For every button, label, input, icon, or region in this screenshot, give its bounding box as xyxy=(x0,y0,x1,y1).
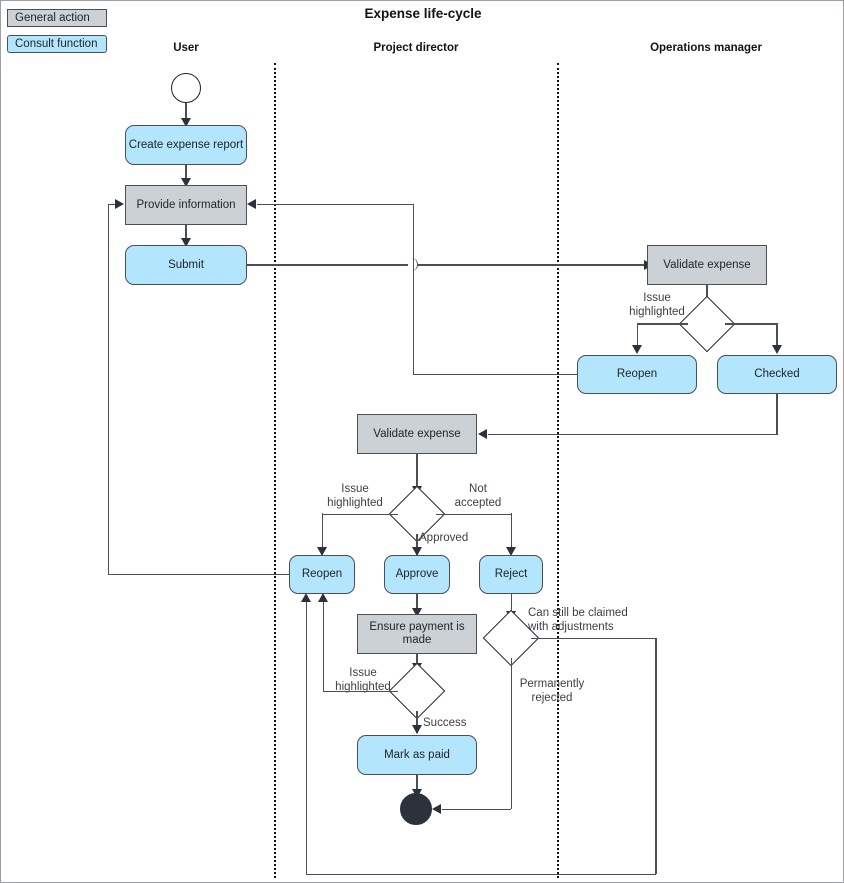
node-reopen-project-director-label: Reopen xyxy=(301,568,343,580)
edge-reject-to-decision xyxy=(510,594,513,618)
node-validate-expense-operations-manager-label: Validate expense xyxy=(663,258,751,271)
arrowhead-permanently-rejected-to-end xyxy=(432,804,441,814)
node-reopen-operations-manager-label: Reopen xyxy=(616,368,658,380)
start-node xyxy=(171,73,201,103)
edge-decision-pd-right-down xyxy=(510,513,513,551)
edge-decision-pd-right xyxy=(436,513,512,515)
edge-decision-om-right xyxy=(725,323,777,325)
legend-general-action-label: General action xyxy=(15,12,90,24)
edge-ensure-to-decision xyxy=(416,654,418,670)
edge-label-success: Success xyxy=(423,717,467,729)
arrowhead-payment-to-mark-as-paid xyxy=(412,725,422,734)
node-approve-label: Approve xyxy=(395,568,439,580)
edge-label-permanently-rejected: Permanently rejected xyxy=(519,678,585,704)
node-provide-information-label: Provide information xyxy=(136,198,236,211)
node-checked[interactable]: Checked xyxy=(717,355,837,394)
node-submit[interactable]: Submit xyxy=(125,245,247,285)
node-ensure-payment-is-made-label: Ensure payment is made xyxy=(369,621,465,646)
lane-header-project-director: Project director xyxy=(373,42,459,54)
end-node xyxy=(400,793,432,825)
edge-label-issue-highlighted-om: Issue highlighted xyxy=(629,292,685,318)
node-create-expense-report[interactable]: Create expense report xyxy=(125,125,247,165)
node-validate-expense-operations-manager[interactable]: Validate expense xyxy=(647,245,767,285)
edge-reopen-om-return-h xyxy=(413,373,577,375)
lane-header-operations-manager: Operations manager xyxy=(650,42,762,54)
edge-validate-pd-to-decision xyxy=(416,454,418,494)
edge-label-issue-highlighted-payment: Issue highlighted xyxy=(335,667,391,693)
node-reject[interactable]: Reject xyxy=(479,555,543,594)
node-approve[interactable]: Approve xyxy=(384,555,450,594)
edge-approve-to-ensure xyxy=(416,594,418,614)
edge-reopen-pd-return-h xyxy=(108,573,289,575)
node-submit-label: Submit xyxy=(168,258,204,271)
edge-decision-pd-left xyxy=(322,513,398,515)
edge-label-can-still-be-claimed: Can still be claimed with adjustments xyxy=(528,607,628,633)
node-mark-as-paid[interactable]: Mark as paid xyxy=(357,735,477,775)
edge-submit-to-validate-om-a xyxy=(247,264,408,266)
edge-decision-pd-left-down xyxy=(321,513,323,551)
edge-decision-reject-right-h xyxy=(531,637,656,639)
node-checked-label: Checked xyxy=(754,368,800,380)
edge-checked-to-validate-pd xyxy=(488,433,777,435)
node-validate-expense-project-director-label: Validate expense xyxy=(373,427,461,440)
arrowhead-decision-om-to-checked xyxy=(772,345,782,354)
arrowhead-decision-pd-to-reject xyxy=(506,547,516,556)
edge-mark-as-paid-to-end xyxy=(416,775,418,793)
edge-decision-payment-left-v xyxy=(322,601,324,691)
node-ensure-payment-is-made[interactable]: Ensure payment is made xyxy=(357,614,477,654)
edge-decision-reject-left-v xyxy=(305,601,307,874)
arrowhead-payment-to-reopen-pd xyxy=(318,593,328,602)
edge-reopen-pd-return-top xyxy=(108,203,118,205)
edge-reopen-om-return-to-provide xyxy=(257,203,413,205)
legend-consult-function-label: Consult function xyxy=(15,38,98,50)
edge-label-approved: Approved xyxy=(419,532,469,544)
edge-permanently-rejected-v xyxy=(510,658,513,809)
arrowhead-decision-pd-to-reopen xyxy=(317,547,327,556)
arrowhead-decision-om-to-reopen xyxy=(632,345,642,354)
arrowhead-checked-to-validate-pd xyxy=(478,429,487,439)
arrowhead-can-still-be-claimed-to-reopen-pd xyxy=(301,593,311,602)
edge-label-not-accepted: Not accepted xyxy=(454,483,502,509)
node-provide-information[interactable]: Provide information xyxy=(125,185,247,225)
edge-decision-pd-down xyxy=(416,534,418,556)
legend-general-action: General action xyxy=(7,9,107,27)
edge-decision-payment-down xyxy=(416,711,418,733)
arrowhead-provide-to-submit xyxy=(181,238,191,247)
edge-decision-om-left xyxy=(637,323,688,325)
arrowhead-reopen-om-to-provide xyxy=(247,199,256,209)
node-create-expense-report-label: Create expense report xyxy=(128,138,244,151)
edge-provide-to-submit xyxy=(185,225,187,244)
node-reject-label: Reject xyxy=(494,568,528,580)
node-reopen-operations-manager[interactable]: Reopen xyxy=(577,355,697,394)
edge-decision-reject-bottom-h xyxy=(306,873,656,875)
edge-decision-reject-right-v xyxy=(655,638,657,874)
edge-decision-payment-left-h xyxy=(323,690,398,692)
edge-reopen-pd-return-v xyxy=(107,204,109,574)
edge-decision-om-left-down xyxy=(636,323,638,349)
legend-consult-function: Consult function xyxy=(7,35,107,53)
edge-permanently-rejected-h xyxy=(442,808,511,810)
lane-divider-projectdirector-operationsmanager xyxy=(557,63,559,878)
lane-header-user: User xyxy=(173,42,199,54)
arrowhead-approve-to-ensure xyxy=(412,608,422,617)
lane-divider-user-projectdirector xyxy=(274,63,276,878)
edge-start-to-create xyxy=(185,103,187,122)
edge-submit-to-validate-om-b xyxy=(417,264,647,266)
arrowhead-decision-pd-to-approve xyxy=(412,547,422,556)
arrowhead-create-to-provide xyxy=(181,178,191,187)
edge-label-issue-highlighted-pd: Issue highlighted xyxy=(327,483,383,509)
node-reopen-project-director[interactable]: Reopen xyxy=(289,555,355,594)
edge-create-to-provide xyxy=(185,165,187,184)
node-mark-as-paid-label: Mark as paid xyxy=(384,748,450,761)
edge-checked-down xyxy=(776,394,778,435)
node-validate-expense-project-director[interactable]: Validate expense xyxy=(357,414,477,454)
edge-reopen-om-return-v xyxy=(412,204,414,374)
arrowhead-start-to-create xyxy=(181,118,191,127)
edge-decision-om-right-down xyxy=(776,323,778,349)
page-title: Expense life-cycle xyxy=(364,6,482,21)
arrowhead-reopen-pd-to-provide xyxy=(115,199,124,209)
